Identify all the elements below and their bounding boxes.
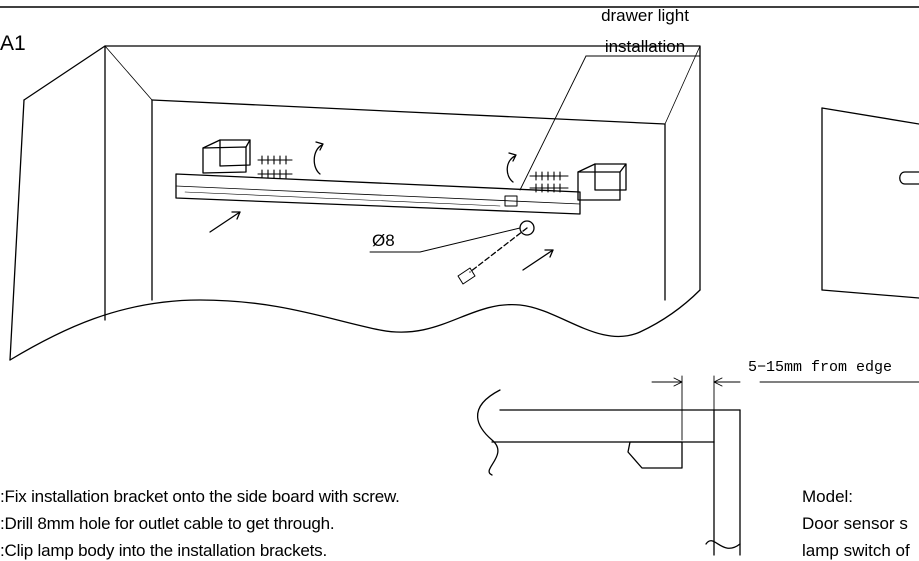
hole-diameter-label: Ø8 xyxy=(372,231,395,250)
model-label: Model: xyxy=(802,487,854,506)
model-line-1: Door sensor s xyxy=(802,514,908,533)
step-1: :Fix installation bracket onto the side … xyxy=(0,487,400,506)
outlet-cable xyxy=(369,220,535,285)
right-bracket xyxy=(577,163,627,201)
callout-leader xyxy=(519,55,701,191)
side-detail xyxy=(821,107,919,299)
light-bar xyxy=(175,173,581,215)
screws xyxy=(257,155,569,193)
edge-dimension xyxy=(651,375,919,441)
edge-distance-label: 5−15mm from edge xyxy=(748,359,893,376)
section-view xyxy=(476,389,741,556)
model-line-2: lamp switch of xyxy=(802,541,910,560)
insertion-arrows xyxy=(209,211,554,271)
figure-label: A1 xyxy=(0,32,26,55)
cabinet-outline xyxy=(9,45,701,361)
step-3: :Clip lamp body into the installation br… xyxy=(0,541,327,560)
step-2: :Drill 8mm hole for outlet cable to get … xyxy=(0,514,335,533)
callout-line-2: installation xyxy=(604,37,686,56)
left-bracket xyxy=(202,139,251,174)
rotation-arrows xyxy=(313,141,517,183)
callout-line-1: drawer light xyxy=(601,6,689,25)
